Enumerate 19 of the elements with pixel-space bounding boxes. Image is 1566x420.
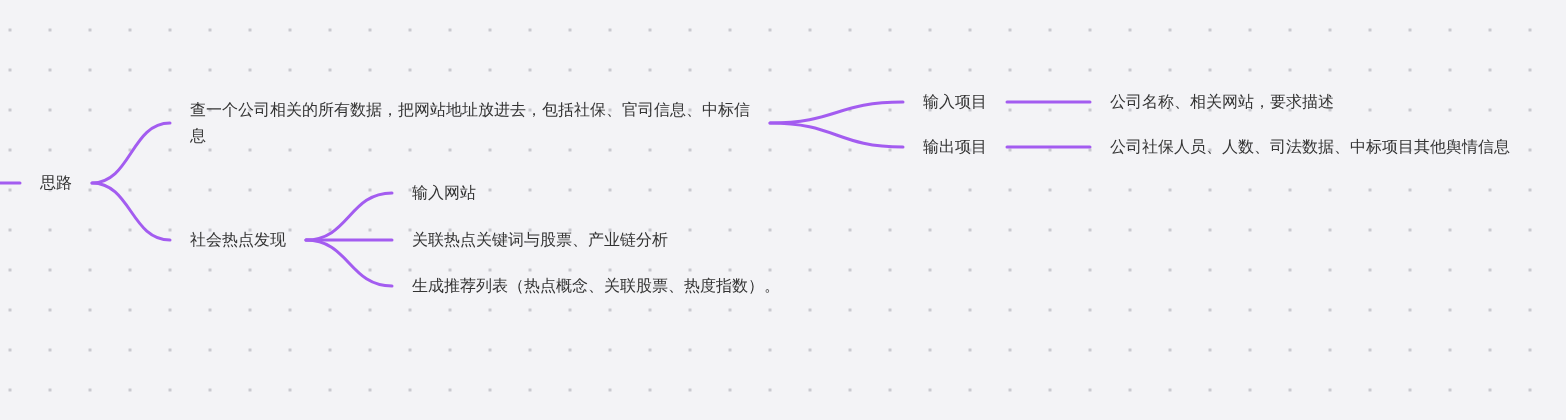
connector-line [768,121,905,149]
connector-line [90,121,172,185]
connector-line [768,100,905,125]
connector-line [0,181,22,185]
connector-line [304,238,394,288]
topic-label: 查一个公司相关的所有数据，把网站地址放进去，包括社保、官司信息、中标信息 [170,93,770,153]
topic-label: 输入项目 [903,85,1007,119]
topic-label: 社会热点发现 [170,223,306,257]
connector-line [90,181,172,242]
connector-line [1005,145,1092,149]
topic-label: 思路 [20,166,92,200]
topic-label: 输入网站 [392,176,496,210]
connector-line [304,191,394,242]
topic-label: 公司名称、相关网站，要求描述 [1090,85,1354,119]
topic-label: 关联热点关键词与股票、产业链分析 [392,223,688,257]
topic-label: 输出项目 [903,130,1007,164]
connector-line [1005,100,1092,104]
topic-label: 生成推荐列表（热点概念、关联股票、热度指数）。 [392,269,800,303]
topic-label: 公司社保人员、人数、司法数据、中标项目其他舆情信息 [1090,130,1530,164]
